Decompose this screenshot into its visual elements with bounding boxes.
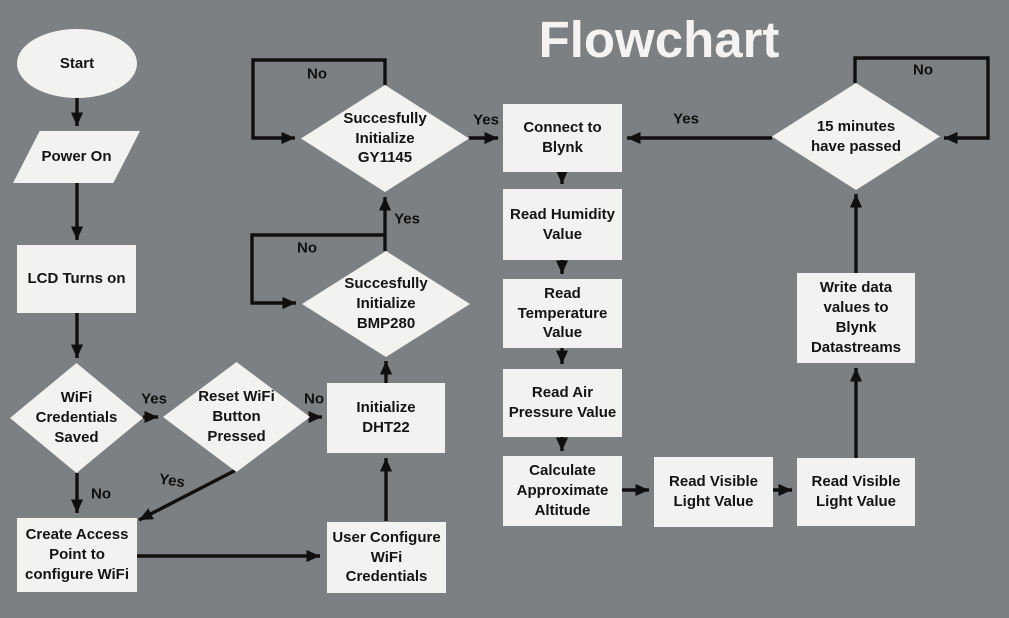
node-read-air-pressure-value-label: Read Air Pressure Value: [508, 384, 617, 421]
node-read-temperature-value-label: Read Temperature Value: [517, 284, 608, 342]
node-reset-wifi-button-pressed: Reset WiFi Button Pressed: [163, 362, 310, 472]
node-write-data-values-label: Write data values to Blynk Datastreams: [810, 279, 902, 356]
node-read-visible-light-value-2: Read Visible Light Value: [797, 458, 915, 526]
node-wifi-credentials-saved: WiFi Credentials Saved: [10, 363, 143, 473]
node-power-on-label: Power On: [41, 148, 112, 166]
node-succesfully-initialize-gy1145: Succesfully Initialize GY1145: [301, 85, 469, 192]
node-start: Start: [17, 29, 137, 98]
edge-label-reset-wifi-no: No: [304, 390, 324, 408]
node-user-configure-wifi: User Configure WiFi Credentials: [327, 522, 446, 593]
node-fifteen-minutes-have-passed: 15 minutes have passed: [772, 83, 940, 190]
edge-label-wifi-saved-no: No: [91, 485, 111, 503]
node-read-visible-light-value-1-label: Read Visible Light Value: [669, 473, 758, 510]
node-lcd-turns-on: LCD Turns on: [17, 245, 136, 313]
page-title: Flowchart: [538, 10, 780, 68]
node-initialize-dht22: Initialize DHT22: [327, 383, 445, 453]
node-read-humidity-value-label: Read Humidity Value: [509, 205, 615, 243]
edge-label-fifteen-minutes-no: No: [913, 61, 933, 79]
edge-label-gy1145-yes: Yes: [473, 111, 499, 129]
node-power-on: Power On: [13, 131, 140, 183]
edge-label-fifteen-minutes-yes: Yes: [673, 110, 699, 128]
node-connect-to-blynk: Connect to Blynk: [503, 104, 622, 172]
node-create-access-point: Create Access Point to configure WiFi: [17, 518, 137, 592]
edge-label-gy1145-no: No: [307, 65, 327, 83]
node-succesfully-initialize-bmp280: Succesfully Initialize BMP280: [302, 251, 470, 357]
node-read-air-pressure-value: Read Air Pressure Value: [503, 369, 622, 437]
node-user-configure-wifi-label: User Configure WiFi Credentials: [332, 528, 441, 586]
node-connect-to-blynk-label: Connect to Blynk: [523, 119, 602, 156]
node-read-humidity-value: Read Humidity Value: [503, 189, 622, 260]
edge-label-reset-wifi-yes: Yes: [158, 470, 186, 492]
edge-label-bmp280-yes: Yes: [394, 210, 420, 228]
node-write-data-values: Write data values to Blynk Datastreams: [797, 273, 915, 363]
node-initialize-dht22-label: Initialize DHT22: [356, 399, 416, 436]
node-start-label: Start: [59, 54, 95, 72]
node-succesfully-initialize-gy1145-label: Succesfully Initialize GY1145: [343, 109, 427, 167]
node-reset-wifi-button-pressed-label: Reset WiFi Button Pressed: [198, 388, 275, 445]
node-create-access-point-label: Create Access Point to configure WiFi: [24, 526, 130, 583]
node-calculate-approximate-altitude: Calculate Approximate Altitude: [503, 456, 622, 526]
node-fifteen-minutes-have-passed-label: 15 minutes have passed: [810, 117, 902, 155]
node-calculate-approximate-altitude-label: Calculate Approximate Altitude: [516, 462, 609, 519]
node-read-temperature-value: Read Temperature Value: [503, 279, 622, 348]
node-read-visible-light-value-1: Read Visible Light Value: [654, 457, 773, 527]
node-lcd-turns-on-label: LCD Turns on: [27, 270, 126, 288]
edge-label-bmp280-no: No: [297, 239, 317, 257]
node-wifi-credentials-saved-label: WiFi Credentials Saved: [35, 389, 118, 446]
node-read-visible-light-value-2-label: Read Visible Light Value: [811, 473, 901, 510]
node-succesfully-initialize-bmp280-label: Succesfully Initialize BMP280: [344, 275, 428, 332]
edge-label-wifi-saved-yes: Yes: [141, 390, 167, 408]
